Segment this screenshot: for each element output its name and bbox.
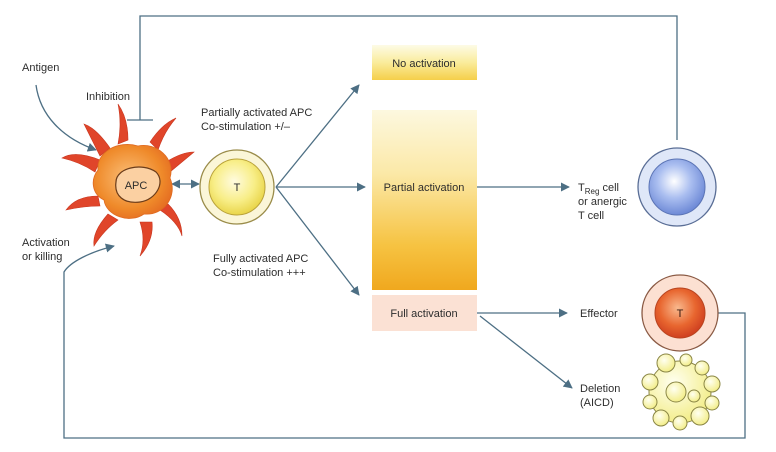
partial-activation-box <box>372 110 477 290</box>
arrow-to-deletion <box>479 315 573 389</box>
co-stimulation-full-label: Co-stimulation +++ <box>213 267 306 279</box>
apc-dendrite <box>165 151 195 173</box>
full-activation-box <box>372 295 477 331</box>
partially-activated-apc-label: Partially activated APC <box>201 107 312 119</box>
t-cell <box>199 149 275 225</box>
apoptotic-bleb <box>703 375 721 393</box>
activation-label: Activation <box>22 237 70 249</box>
apc-nucleus <box>115 166 161 203</box>
deletion-label: Deletion <box>580 383 620 395</box>
antigen-arrow <box>35 84 97 152</box>
apoptotic-bleb <box>642 394 658 410</box>
apoptotic-bleb <box>656 353 676 373</box>
t-cell-outcome-label: T cell <box>578 210 604 222</box>
co-stimulation-partial-label: Co-stimulation +/– <box>201 121 291 133</box>
apoptotic-bleb <box>690 406 710 426</box>
apc-dendrite <box>93 213 119 247</box>
apoptotic-bleb <box>679 353 693 367</box>
apc-dendrite <box>65 195 101 211</box>
treg-label: TReg cell <box>578 182 619 196</box>
apc-cell <box>61 103 195 257</box>
apc-dendrite <box>149 117 177 151</box>
apc-dendrite <box>117 103 129 145</box>
inhibition-label: Inhibition <box>86 91 130 103</box>
effector-cell <box>641 274 719 352</box>
apc-dendrite <box>139 221 153 257</box>
apoptotic-bleb <box>652 409 670 427</box>
apc-dendrite <box>61 154 101 173</box>
full-activation-label: Full activation <box>390 308 457 320</box>
treg-cell <box>637 147 717 227</box>
apoptotic-bleb <box>672 415 688 431</box>
apoptotic-bleb <box>687 389 701 403</box>
activation-feedback-line <box>63 243 746 439</box>
no-activation-label: No activation <box>392 58 456 70</box>
apoptotic-bleb <box>641 373 659 391</box>
inhibition-feedback-line <box>139 15 678 140</box>
t-cell-label: T <box>234 182 241 194</box>
or-killing-label: or killing <box>22 251 62 263</box>
antigen-label: Antigen <box>22 62 59 74</box>
arrow-to-no-activation <box>275 84 360 188</box>
apoptotic-bleb <box>704 395 720 411</box>
arrow-to-full-activation <box>275 186 360 296</box>
no-activation-box <box>372 45 477 80</box>
apoptotic-bleb <box>665 381 687 403</box>
apoptotic-cell <box>641 353 721 431</box>
apc-label: APC <box>125 180 148 192</box>
apc-dendrite <box>83 123 111 157</box>
partial-activation-label: Partial activation <box>384 182 465 194</box>
aicd-label: (AICD) <box>580 397 614 409</box>
apc-dendrite <box>159 203 183 237</box>
fully-activated-apc-label: Fully activated APC <box>213 253 308 265</box>
effector-label: Effector <box>580 308 618 320</box>
apoptotic-bleb <box>694 360 710 376</box>
anergic-label: or anergic <box>578 196 627 208</box>
effector-t-label: T <box>677 308 684 320</box>
